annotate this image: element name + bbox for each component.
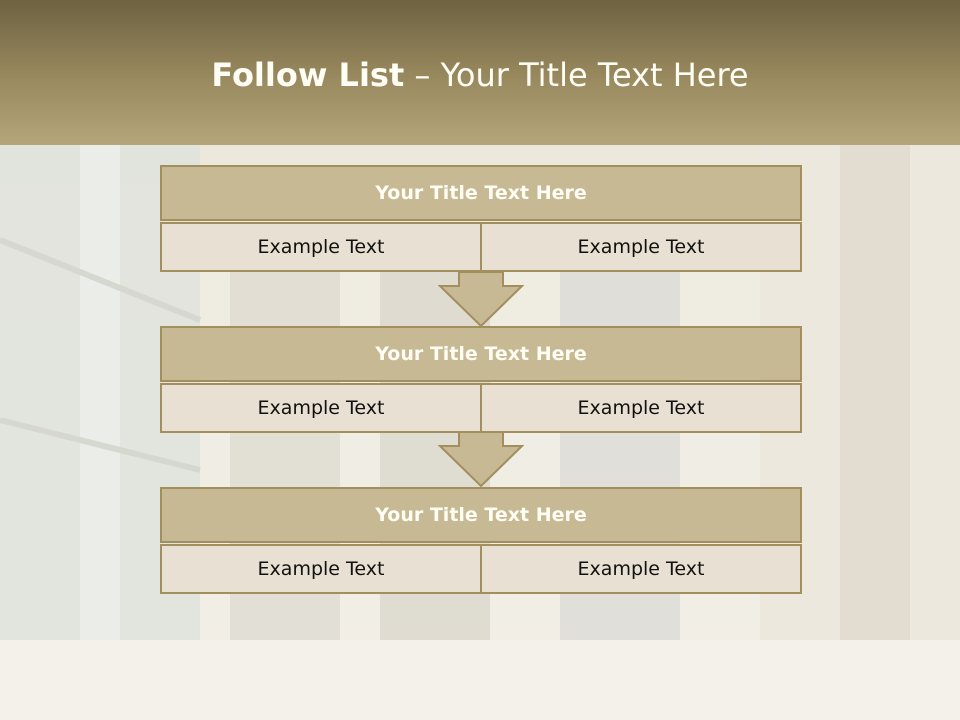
list-block-2: Your Title Text Here Example Text Exampl… [160, 326, 802, 433]
header-band: Follow List – Your Title Text Here [0, 0, 960, 145]
block-cell-left: Example Text [160, 383, 482, 433]
block-cell-right: Example Text [482, 383, 802, 433]
block-cell-left: Example Text [160, 544, 482, 594]
block-cell-right: Example Text [482, 222, 802, 272]
block-cell-right: Example Text [482, 544, 802, 594]
block-row: Example Text Example Text [160, 383, 802, 433]
page-title-rest: – Your Title Text Here [404, 56, 749, 94]
block-row: Example Text Example Text [160, 222, 802, 272]
block-cell-left: Example Text [160, 222, 482, 272]
block-title: Your Title Text Here [160, 487, 802, 543]
page-title-bold: Follow List [211, 56, 405, 94]
down-arrow-icon [438, 432, 524, 488]
down-arrow-icon [438, 272, 524, 328]
page-title: Follow List – Your Title Text Here [0, 56, 960, 94]
list-block-1: Your Title Text Here Example Text Exampl… [160, 165, 802, 272]
block-title: Your Title Text Here [160, 165, 802, 221]
block-title: Your Title Text Here [160, 326, 802, 382]
block-row: Example Text Example Text [160, 544, 802, 594]
list-block-3: Your Title Text Here Example Text Exampl… [160, 487, 802, 594]
